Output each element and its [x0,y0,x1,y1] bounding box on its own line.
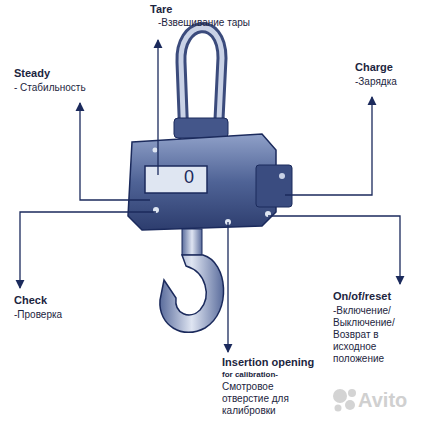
callout-text: - Стабильность [14,82,124,94]
callout-text: -Проверка [14,309,114,321]
callout-text: -Взвешивание тары [158,17,298,29]
leader-line [157,40,158,175]
callout-title: Tare [150,3,250,16]
callout-text: -Включение/ Выключение/ Возврат в исходн… [333,305,415,365]
callout-text: -Зарядка [355,76,425,88]
watermark-icon [333,389,356,412]
scale-housing [128,134,276,230]
hook-shank [182,229,202,255]
callout-subtitle: for calibration- [222,370,332,380]
callout-title: Steady [14,67,94,80]
callout-title: Charge [355,61,425,74]
button [153,148,158,153]
leader-line [20,212,156,288]
side-box [256,165,292,207]
watermark: Avito [358,388,428,412]
display-reading: 0 [184,167,204,189]
callout-title: Insertion opening [222,356,332,369]
charge-port [279,173,285,179]
leader-line [80,103,150,200]
callout-text: Смотровое отверстие для калибровки [222,381,312,417]
leader-line [285,97,372,195]
display-window [145,166,207,193]
callout-title: Check [14,294,94,307]
leader-line [227,222,228,352]
callout-title: On/of/reset [333,290,428,303]
leader-line [268,216,400,284]
shackle-mount [174,118,228,138]
hook [160,255,224,332]
